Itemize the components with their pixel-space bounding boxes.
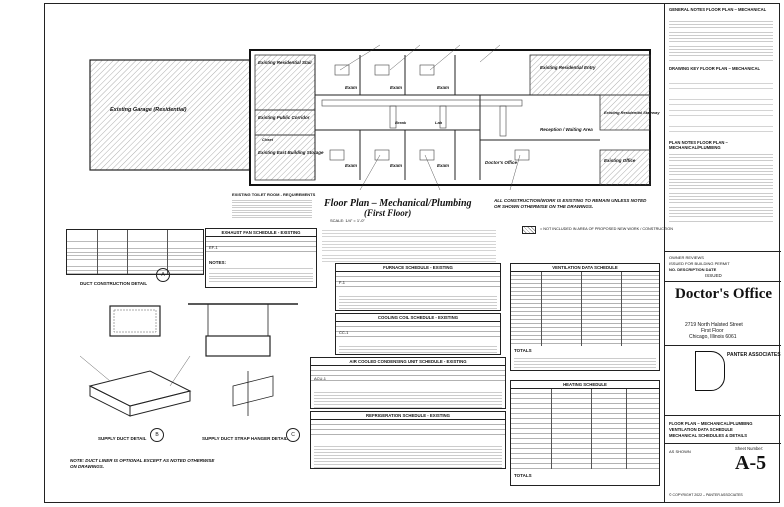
plan-notes-title: PLAN NOTES FLOOR PLAN – MECHANICAL/PLUMB… xyxy=(669,140,728,150)
drawing-key-title: DRAWING KEY FLOOR PLAN – MECHANICAL xyxy=(669,66,761,71)
detail-tag-b: B xyxy=(150,428,164,442)
lab-label: Lab xyxy=(435,120,443,125)
heating-schedule: HEATING SCHEDULE TOTALS xyxy=(510,380,660,486)
reception-label: Reception / Waiting Area xyxy=(540,127,593,132)
construction-note: ALL CONSTRUCTION/WORK IS EXISTING TO REM… xyxy=(494,198,647,209)
strap-hanger-sketch xyxy=(188,303,298,416)
exam-room-6: Exam xyxy=(437,163,450,168)
sheet-number-label: Sheet Number: xyxy=(735,446,764,451)
scale-value: AS SHOWN xyxy=(669,449,691,454)
address-city: Chicago, Illinois 6061 xyxy=(689,334,737,340)
residential-entry-label: Existing Residential Entry xyxy=(540,65,596,70)
firm-logo xyxy=(695,351,725,391)
detail-tag-c: C xyxy=(286,428,300,442)
corridor-label: Existing Public Corridor xyxy=(258,115,310,120)
general-mech-notes xyxy=(322,228,496,262)
exam-room-3: Exam xyxy=(437,85,450,90)
sheet-desc-3: MECHANICAL SCHEDULES & DETAILS xyxy=(669,433,748,438)
duct-liner-note: NOTE: DUCT LINER IS OPTIONAL EXCEPT AS N… xyxy=(70,458,215,469)
refrigeration-title: REFRIGERATION SCHEDULE - EXISTING xyxy=(311,412,505,420)
plan-title: Floor Plan – Mechanical/Plumbing xyxy=(324,198,472,209)
legend-hatch-swatch xyxy=(522,226,536,234)
condensing-unit-schedule: AIR COOLED CONDENSING UNIT SCHEDULE - EX… xyxy=(310,357,506,409)
furnace-mark: F-1 xyxy=(339,280,345,285)
toilet-notes-lines xyxy=(232,198,312,218)
exam-room-1: Exam xyxy=(345,85,358,90)
condensing-unit-title: AIR COOLED CONDENSING UNIT SCHEDULE - EX… xyxy=(311,358,505,366)
east-storage-area xyxy=(254,134,316,181)
revision-permit: ISSUED FOR BUILDING PERMIT xyxy=(669,261,730,266)
sheet-desc-2: VENTILATION DATA SCHEDULE xyxy=(669,427,733,432)
doctors-office-label: Doctor's Office xyxy=(485,160,517,165)
sheet-desc-1: FLOOR PLAN – MECHANICAL/PLUMBING xyxy=(669,421,753,426)
ventilation-totals: TOTALS xyxy=(514,348,532,353)
legend-note: = NOT INCLUDED IN AREA OF PROPOSED NEW W… xyxy=(540,227,673,231)
sheet-border xyxy=(44,3,780,503)
exam-room-5: Exam xyxy=(390,163,403,168)
copyright-footer: © COPYRIGHT 2022 – PANTER ASSOCIATES xyxy=(669,493,743,497)
refrigeration-schedule: REFRIGERATION SCHEDULE - EXISTING xyxy=(310,411,506,469)
break-label: Break xyxy=(395,120,407,125)
exam-room-2: Exam xyxy=(390,85,403,90)
office-label: Existing Office xyxy=(604,158,636,163)
general-notes-title: GENERAL NOTES FLOOR PLAN – MECHANICAL xyxy=(669,7,767,12)
garage-area xyxy=(89,59,251,171)
east-building-label: Existing East Building Storage xyxy=(258,150,324,155)
project-name: Doctor's Office xyxy=(675,286,773,302)
condensing-unit-mark: ACU-1 xyxy=(314,376,327,381)
residential-entry-area xyxy=(529,54,651,96)
exhaust-fan-schedule: EXHAUST FAN SCHEDULE - EXISTING EF-1 NOT… xyxy=(205,228,317,288)
title-block: GENERAL NOTES FLOOR PLAN – MECHANICAL DR… xyxy=(664,3,781,503)
strap-detail-title: SUPPLY DUCT STRAP HANGER DETAIL xyxy=(202,436,288,441)
heating-totals: TOTALS xyxy=(514,473,532,478)
plan-scale: SCALE: 1/4" = 1'-0" xyxy=(330,218,365,223)
firm-name: PANTER ASSOCIATES xyxy=(727,352,781,358)
revision-owner: OWNER REVIEWS xyxy=(669,255,704,260)
residential-stair-area xyxy=(254,54,316,111)
duct-detail-title: DUCT CONSTRUCTION DETAIL xyxy=(80,281,148,286)
exam-room-4: Exam xyxy=(345,163,358,168)
heating-title: HEATING SCHEDULE xyxy=(511,381,659,389)
revision-header: NO. DESCRIPTION DATE xyxy=(669,267,717,272)
furnace-schedule: FURNACE SCHEDULE - EXISTING F-1 xyxy=(335,263,501,311)
address-floor: First Floor xyxy=(701,328,724,334)
sheet-number: A-5 xyxy=(735,452,767,474)
detail-tag-a: A xyxy=(156,268,170,282)
cooling-coil-title: COOLING COIL SCHEDULE - EXISTING xyxy=(336,314,500,322)
office-area xyxy=(599,149,651,186)
address-street: 2719 North Halsted Street xyxy=(685,322,743,328)
toilet-room-title: EXISTING TOILET ROOM - REQUIREMENTS xyxy=(232,192,316,197)
duct-construction-table xyxy=(66,229,204,275)
cooling-coil-schedule: COOLING COIL SCHEDULE - EXISTING CC-1 xyxy=(335,313,501,355)
exhaust-notes-label: NOTES: xyxy=(209,260,227,265)
ventilation-data-schedule: VENTILATION DATA SCHEDULE TOTALS xyxy=(510,263,660,371)
residential-stair-label: Existing Residential Stair xyxy=(258,60,313,65)
floor-plan xyxy=(89,44,651,191)
exhaust-fan-title: EXHAUST FAN SCHEDULE - EXISTING xyxy=(206,229,316,237)
furnace-title: FURNACE SCHEDULE - EXISTING xyxy=(336,264,500,272)
right-stair-area xyxy=(599,94,651,131)
issued-label: ISSUED xyxy=(705,273,722,278)
plan-subtitle: (First Floor) xyxy=(364,208,412,218)
residential-stair2-label: Existing Residential Stairway xyxy=(604,110,660,115)
closet-label: Closet xyxy=(262,138,273,142)
garage-label: Existing Garage (Residential) xyxy=(110,107,187,113)
exhaust-fan-mark: EF-1 xyxy=(209,245,218,250)
supply-duct-sketch xyxy=(79,305,192,417)
cooling-coil-mark: CC-1 xyxy=(339,330,349,335)
corridor-area xyxy=(254,109,316,136)
ventilation-title: VENTILATION DATA SCHEDULE xyxy=(511,264,659,272)
supply-detail-title: SUPPLY DUCT DETAIL xyxy=(98,436,147,441)
